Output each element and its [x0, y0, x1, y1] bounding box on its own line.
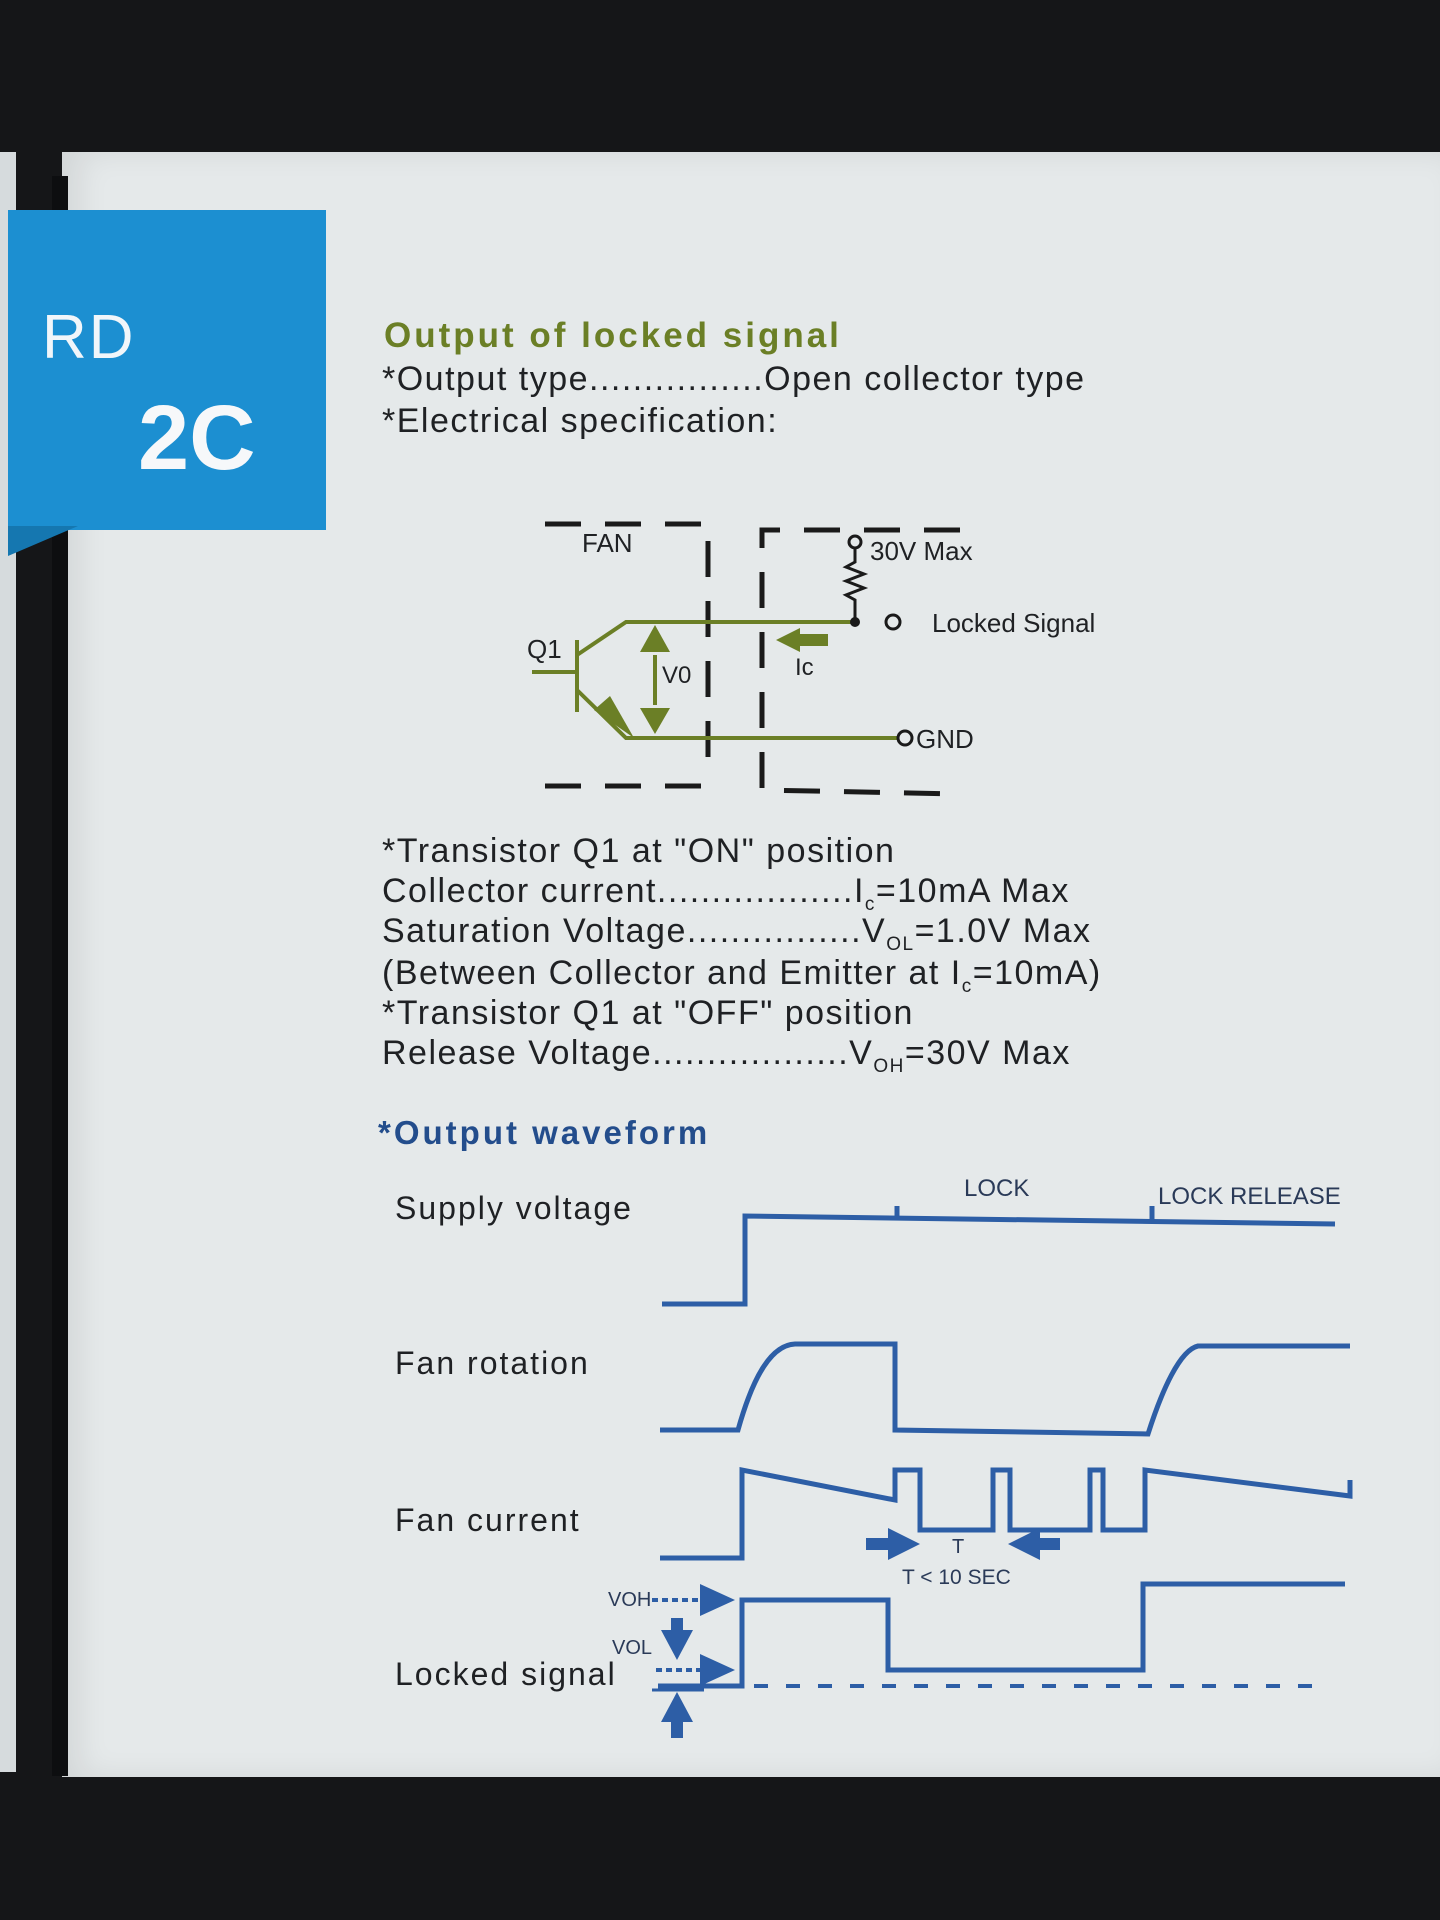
- vo-label: V0: [662, 662, 691, 689]
- waveform-arrows: [661, 1528, 1060, 1738]
- between-line: (Between Collector and Emitter at Ic=10m…: [382, 954, 1102, 997]
- supply-label: 30V Max: [870, 536, 973, 566]
- waveform-title: *Output waveform: [378, 1114, 711, 1151]
- fan-current-label: Fan current: [395, 1502, 581, 1538]
- fan-rotation-label: Fan rotation: [395, 1345, 590, 1381]
- lock-release-label: LOCK RELEASE: [1158, 1183, 1341, 1210]
- collector-current-line: Collector current..................Ic=10…: [382, 872, 1070, 915]
- fan-label: FAN: [582, 528, 633, 558]
- lock-label: LOCK: [964, 1175, 1029, 1202]
- locked-signal-label: Locked Signal: [932, 608, 1095, 638]
- off-position-heading: *Transistor Q1 at "OFF" position: [382, 994, 914, 1032]
- t-label: T: [952, 1536, 964, 1558]
- fan-rotation-wave: [660, 1341, 1350, 1437]
- voh-label: VOH: [608, 1589, 651, 1611]
- t-note: T < 10 SEC: [902, 1566, 1011, 1589]
- vol-label: VOL: [612, 1637, 652, 1659]
- supply-voltage-wave: [662, 1213, 1336, 1307]
- ic-label: Ic: [795, 654, 814, 681]
- model-tab-number: 2C: [138, 387, 256, 489]
- fan-boundary-box: [545, 521, 711, 789]
- transistor-label: Q1: [527, 634, 562, 664]
- electrical-spec-heading: *Electrical specification:: [382, 402, 779, 440]
- supply-voltage-label: Supply voltage: [395, 1190, 633, 1226]
- model-tab-code: RD: [42, 303, 136, 372]
- on-position-heading: *Transistor Q1 at "ON" position: [382, 832, 896, 870]
- output-type-line: *Output type................Open collect…: [382, 360, 1086, 398]
- transistor-circuit: [532, 620, 905, 740]
- adjacent-page-edge: [0, 152, 16, 1772]
- circuit-arrows: [594, 625, 828, 738]
- external-boundary-box: [759, 527, 961, 797]
- model-tab: [8, 210, 326, 530]
- release-voltage-line: Release Voltage..................VOH=30V…: [382, 1034, 1071, 1077]
- fan-current-wave: [660, 1466, 1353, 1561]
- gnd-label: GND: [916, 724, 974, 754]
- model-tab-notch: [8, 526, 78, 556]
- locked-signal-wave: [658, 1581, 1345, 1689]
- section-title: Output of locked signal: [384, 316, 842, 355]
- saturation-voltage-line: Saturation Voltage................VOL=1.…: [382, 912, 1092, 955]
- locked-signal-terminal: [850, 613, 902, 631]
- gnd-terminal: [896, 729, 914, 747]
- page-binding-shadow: [52, 176, 68, 1776]
- pullup-resistor: [841, 534, 869, 622]
- locked-signal-wave-label: Locked signal: [395, 1656, 617, 1692]
